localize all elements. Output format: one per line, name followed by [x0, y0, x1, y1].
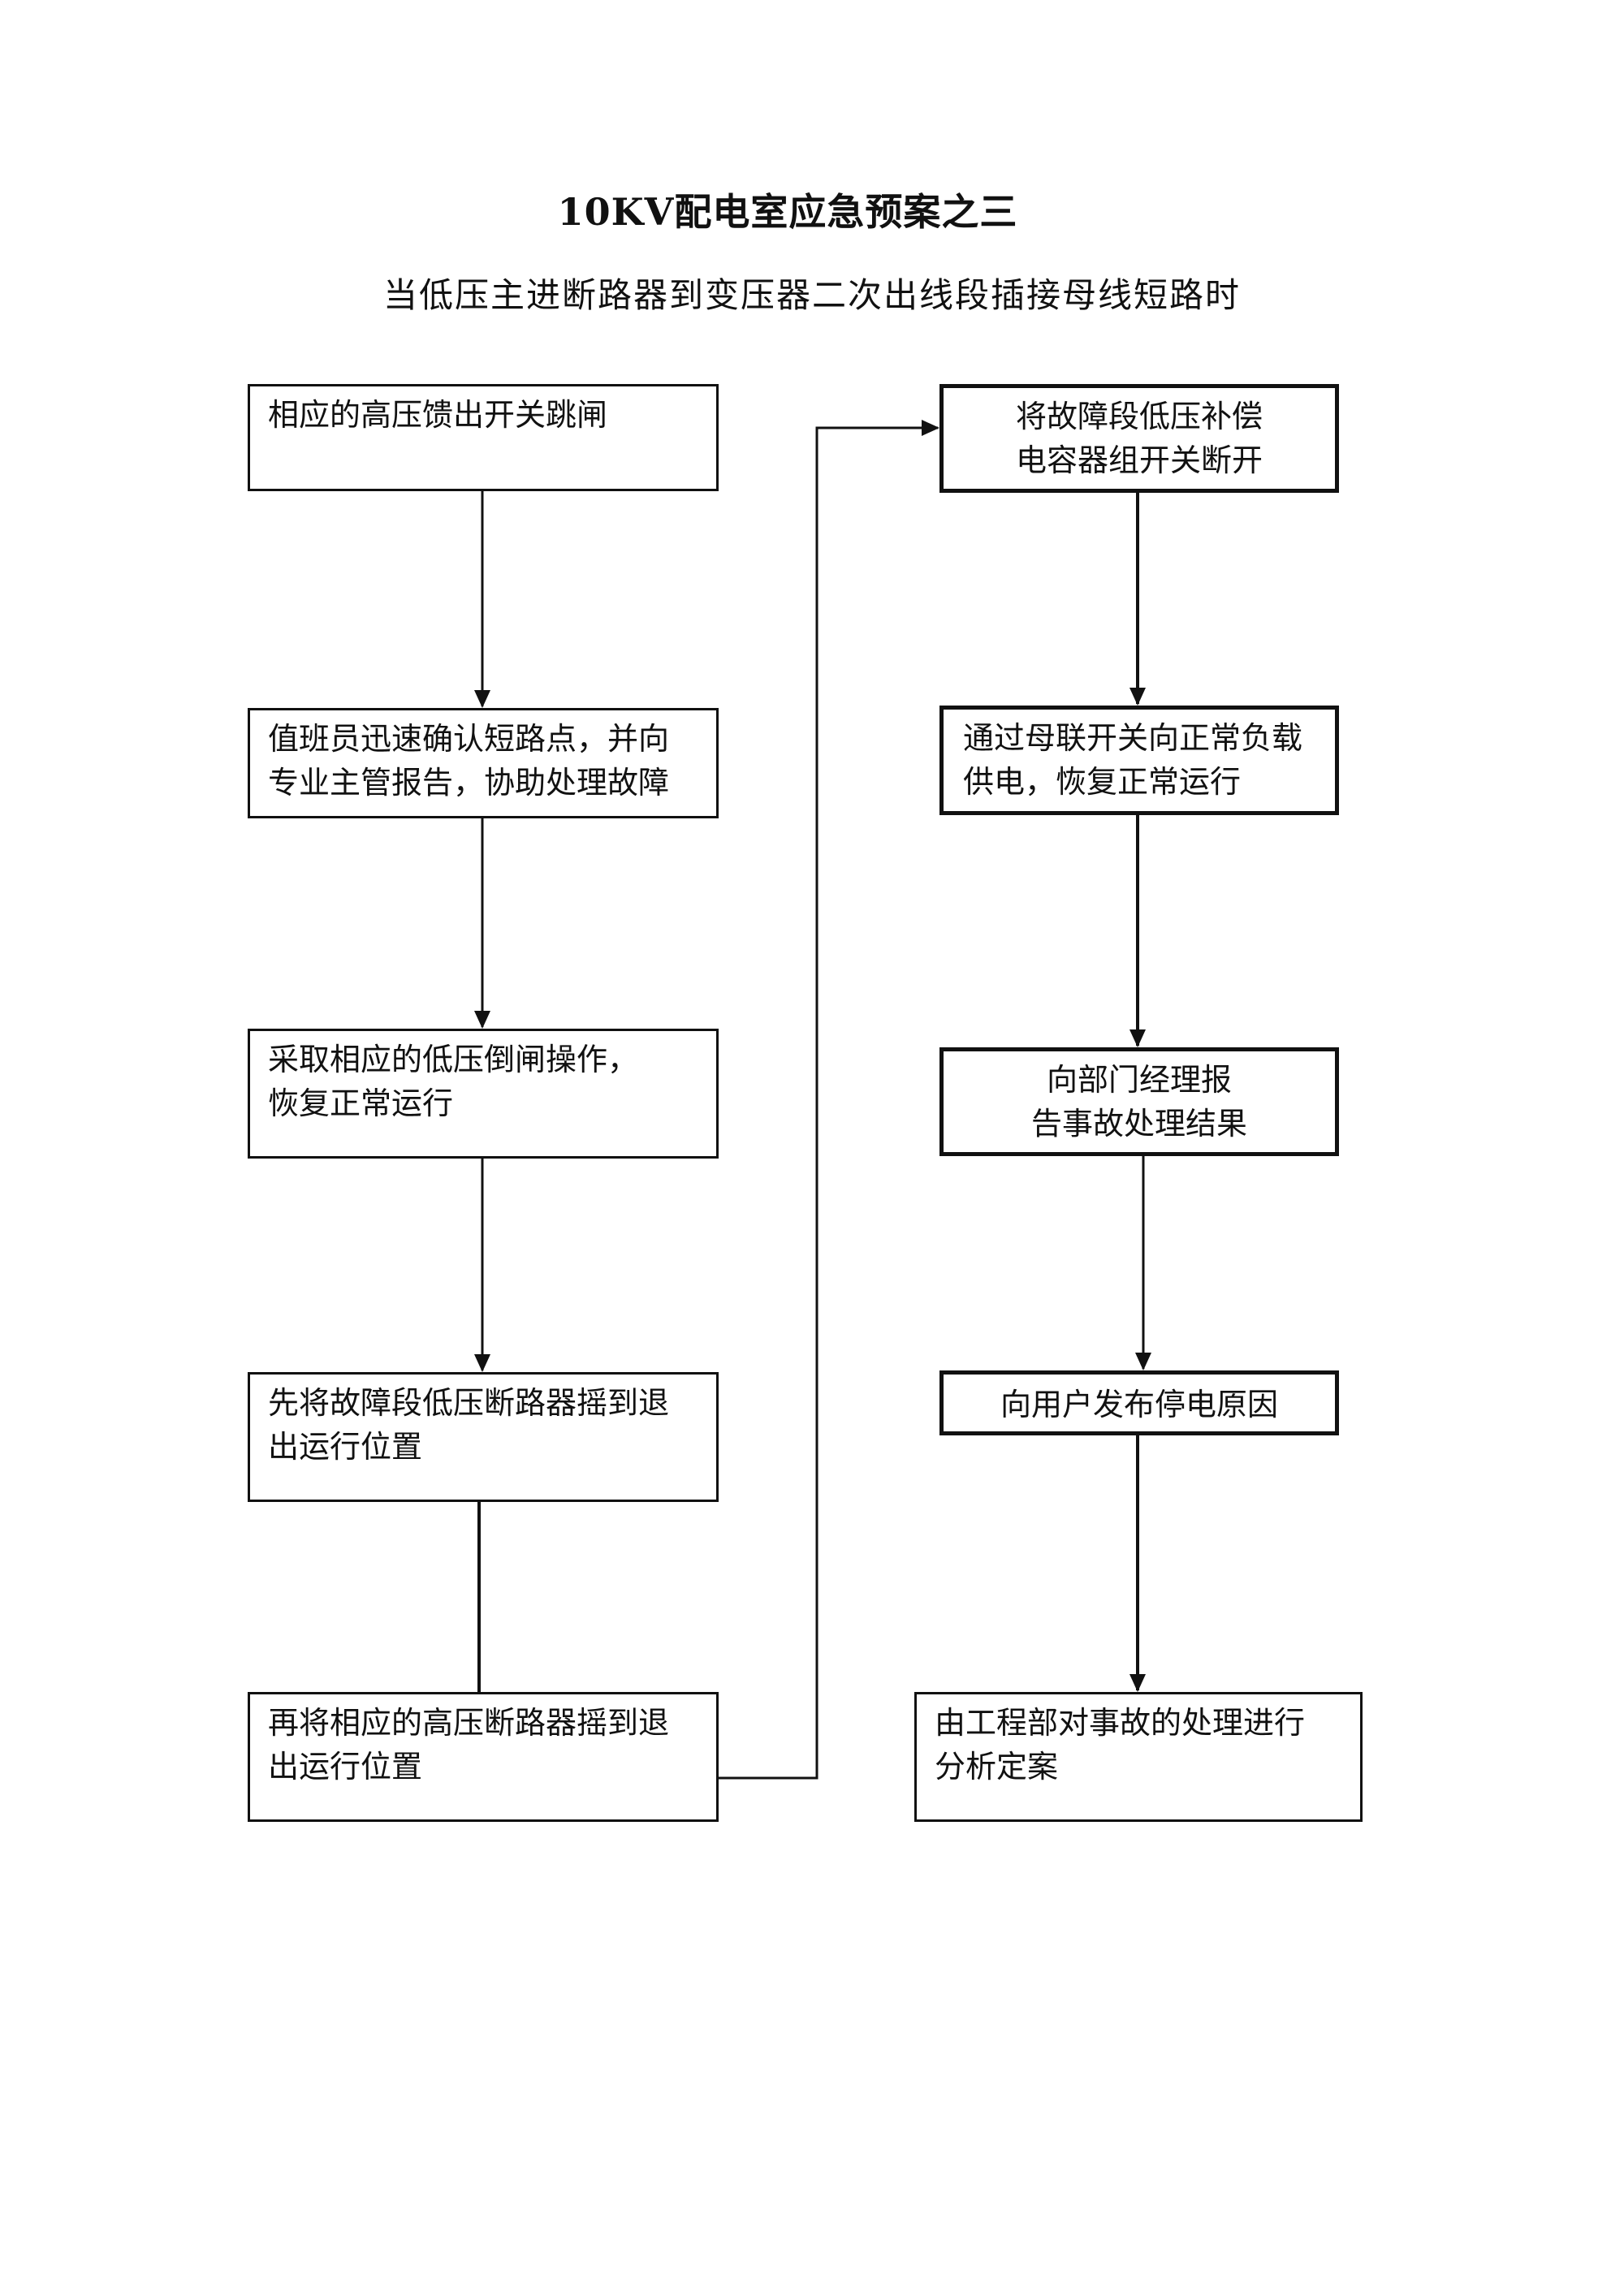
page-subtitle: 当低压主进断路器到变压器二次出线段插接母线短路时	[382, 275, 1241, 315]
page-title: 10KV配电室应急预案之三	[557, 190, 1018, 234]
step-4-line-1: 先将故障段低压断路器摇到退	[268, 1385, 670, 1421]
step-7-line-1: 通过母联开关向正常负载	[963, 720, 1303, 756]
step-2-box: 值班员迅速确认短路点，并向 专业主管报告，协助处理故障	[248, 708, 719, 818]
step-8-line-2: 告事故处理结果	[1030, 1106, 1247, 1142]
step-6-line-1: 将故障段低压补偿	[1015, 399, 1263, 434]
step-8-box: 向部门经理报 告事故处理结果	[939, 1047, 1339, 1156]
arrow-s5-s6	[719, 420, 939, 1780]
step-2-line-1: 值班员迅速确认短路点，并向	[268, 721, 670, 757]
step-3-line-2: 恢复正常运行	[268, 1085, 454, 1121]
step-9-box: 向用户发布停电原因	[939, 1370, 1339, 1435]
step-3-box: 采取相应的低压倒闸操作， 恢复正常运行	[248, 1029, 719, 1159]
step-10-box: 由工程部对事故的处理进行 分析定案	[914, 1692, 1363, 1822]
step-6-box: 将故障段低压补偿 电容器组开关断开	[939, 384, 1339, 493]
step-1-line-1: 相应的高压馈出开关跳闸	[268, 397, 608, 433]
step-4-box: 先将故障段低压断路器摇到退 出运行位置	[248, 1372, 719, 1502]
step-4-line-2: 出运行位置	[268, 1429, 423, 1465]
step-8-line-1: 向部门经理报	[1046, 1062, 1232, 1098]
step-5-line-1: 再将相应的高压断路器摇到退	[268, 1705, 670, 1741]
step-1-box: 相应的高压馈出开关跳闸	[248, 384, 719, 491]
step-7-line-2: 供电，恢复正常运行	[963, 764, 1242, 800]
step-7-box: 通过母联开关向正常负载 供电，恢复正常运行	[939, 706, 1339, 815]
step-6-line-2: 电容器组开关断开	[1015, 442, 1263, 478]
step-10-line-2: 分析定案	[935, 1749, 1059, 1785]
step-5-box: 再将相应的高压断路器摇到退 出运行位置	[248, 1692, 719, 1822]
step-5-line-2: 出运行位置	[268, 1749, 423, 1785]
step-10-line-1: 由工程部对事故的处理进行	[935, 1705, 1306, 1741]
step-9-line-1: 向用户发布停电原因	[1000, 1387, 1278, 1422]
step-3-line-1: 采取相应的低压倒闸操作，	[268, 1042, 639, 1077]
step-2-line-2: 专业主管报告，协助处理故障	[268, 765, 670, 801]
